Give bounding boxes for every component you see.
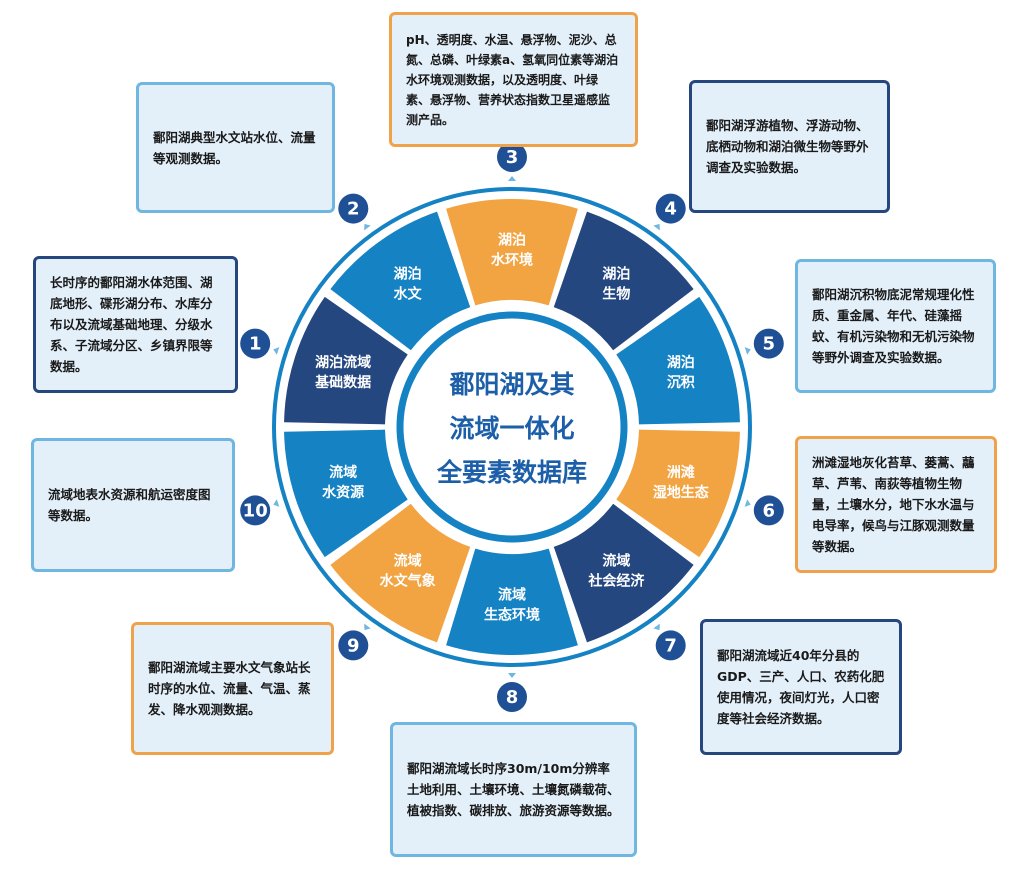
info-box-1-text: 长时序的鄱阳湖水体范围、湖底地形、碟形湖分布、水库分布以及流域基础地理、分级水系… (50, 275, 213, 374)
segment-8-label: 水资源 (322, 484, 364, 501)
info-box-3: pH、透明度、水温、悬浮物、泥沙、总氮、总磷、叶绿素a、氢氧同位素等湖泊水环境观… (389, 12, 638, 147)
segment-6 (446, 548, 578, 655)
info-box-6-text: 洲滩湿地灰化苔草、蒌蒿、虉草、芦苇、南荻等植物生物量，土壤水分，地下水水温与电导… (812, 455, 975, 554)
arrow-2 (364, 223, 371, 231)
badge-8 (497, 682, 527, 712)
arrow-4 (653, 223, 660, 231)
info-box-10: 流域地表水资源和航运密度图等数据。 (31, 438, 235, 572)
arrow-5 (744, 347, 751, 355)
segment-2 (553, 211, 694, 351)
info-box-2-text: 鄱阳湖典型水文站水位、流量等观测数据。 (153, 129, 316, 166)
segment-4 (616, 429, 740, 558)
segment-6-label: 流域 (498, 587, 526, 604)
info-box-9-text: 鄱阳湖流域主要水文气象站长时序的水位、流量、气温、蒸发、降水观测数据。 (148, 660, 311, 717)
center-white-disc (392, 307, 632, 547)
segment-10 (330, 211, 471, 351)
badge-7 (655, 630, 686, 661)
segment-3-label: 湖泊 (667, 354, 695, 371)
segment-7-label: 流域 (394, 553, 422, 570)
center-title-line-2: 流域一体化 (449, 414, 574, 443)
badge-10-label: 10 (243, 500, 268, 521)
segment-2-label: 生物 (602, 285, 630, 302)
badge-10 (240, 495, 271, 526)
info-box-8-text: 鄱阳湖流域长时序30m/10m分辨率土地利用、土壤环境、土壤氮磷载荷、植被指数、… (407, 761, 620, 818)
badge-1-label: 1 (249, 334, 262, 355)
badge-7-label: 7 (664, 635, 677, 656)
segment-4-label: 洲滩 (667, 464, 695, 481)
segment-4-label: 湿地生态 (653, 484, 709, 501)
badges-layer: 3 4 5 6 7 8 9 10 1 2 (240, 142, 784, 712)
segment-3 (616, 296, 740, 425)
arrow-1 (273, 347, 280, 355)
center-title-line-1: 鄱阳湖及其 (448, 370, 574, 399)
segment-5 (553, 503, 694, 643)
info-box-7-text: 鄱阳湖流域近40年分县的GDP、三产、人口、农药化肥使用情况，夜间灯光，人口密度… (717, 648, 885, 726)
badge-2-label: 2 (347, 199, 360, 220)
arrow-3 (508, 176, 516, 181)
outer-ring (272, 187, 752, 667)
info-box-4: 鄱阳湖浮游植物、浮游动物、底栖动物和湖泊微生物等野外调查及实验数据。 (689, 80, 890, 213)
segment-7 (330, 503, 471, 643)
segment-9-label: 基础数据 (315, 374, 371, 391)
info-box-7: 鄱阳湖流域近40年分县的GDP、三产、人口、农药化肥使用情况，夜间灯光，人口密度… (700, 619, 902, 755)
segment-10-label: 水文 (394, 285, 423, 302)
center-title-line-3: 全要素数据库 (436, 458, 587, 487)
info-box-5-text: 鄱阳湖沉积物底泥常规理化性质、重金属、年代、硅藻摇蚊、有机污染物和无机污染物等野… (812, 287, 975, 365)
info-box-5: 鄱阳湖沉积物底泥常规理化性质、重金属、年代、硅藻摇蚊、有机污染物和无机污染物等野… (795, 259, 996, 393)
badge-5-label: 5 (763, 334, 776, 355)
info-box-3-text: pH、透明度、水温、悬浮物、泥沙、总氮、总磷、叶绿素a、氢氧同位素等湖泊水环境观… (406, 32, 619, 127)
segment-8 (284, 429, 408, 558)
info-box-10-text: 流域地表水资源和航运密度图等数据。 (48, 487, 211, 523)
center-ring (396, 311, 628, 543)
badge-2 (338, 193, 369, 224)
badge-6 (753, 495, 784, 526)
info-box-8: 鄱阳湖流域长时序30m/10m分辨率土地利用、土壤环境、土壤氮磷载荷、植被指数、… (390, 722, 637, 857)
info-box-1: 长时序的鄱阳湖水体范围、湖底地形、碟形湖分布、水库分布以及流域基础地理、分级水系… (33, 256, 238, 393)
badge-1 (240, 328, 271, 359)
info-box-2: 鄱阳湖典型水文站水位、流量等观测数据。 (136, 82, 335, 213)
arrow-10 (273, 499, 280, 507)
segment-1-label: 湖泊 (498, 232, 526, 249)
arrow-6 (744, 499, 751, 507)
segment-1-label: 水环境 (491, 252, 533, 269)
badge-6-label: 6 (763, 500, 776, 521)
segment-3-label: 沉积 (667, 374, 695, 391)
badge-3-label: 3 (506, 147, 519, 168)
badge-9-label: 9 (347, 635, 360, 656)
arrow-8 (508, 673, 516, 678)
info-box-4-text: 鄱阳湖浮游植物、浮游动物、底栖动物和湖泊微生物等野外调查及实验数据。 (706, 118, 869, 175)
segment-2-label: 湖泊 (602, 265, 630, 282)
info-box-9: 鄱阳湖流域主要水文气象站长时序的水位、流量、气温、蒸发、降水观测数据。 (131, 622, 334, 755)
badge-4 (655, 193, 686, 224)
segment-9-label: 湖泊流域 (315, 354, 371, 371)
segment-10-label: 湖泊 (394, 265, 422, 282)
segment-6-label: 生态环境 (484, 607, 540, 624)
segment-1 (446, 199, 578, 306)
badge-5 (753, 328, 784, 359)
badge-4-label: 4 (664, 199, 677, 220)
badge-8-label: 8 (506, 687, 519, 708)
segment-7-label: 水文气象 (380, 573, 436, 590)
arrows-layer (273, 176, 751, 678)
arrow-9 (364, 623, 371, 631)
segment-5-label: 社会经济 (587, 573, 645, 590)
info-box-6: 洲滩湿地灰化苔草、蒌蒿、虉草、芦苇、南荻等植物生物量，土壤水分，地下水水温与电导… (795, 436, 997, 573)
segment-8-label: 流域 (329, 464, 357, 481)
badge-3 (497, 142, 527, 172)
arrow-7 (653, 623, 660, 631)
segment-5-label: 流域 (602, 553, 630, 570)
badge-9 (338, 630, 369, 661)
segments-layer: 湖泊水环境湖泊生物湖泊沉积洲滩湿地生态流域社会经济流域生态环境流域水文气象流域水… (272, 187, 752, 667)
segment-9 (284, 296, 408, 425)
